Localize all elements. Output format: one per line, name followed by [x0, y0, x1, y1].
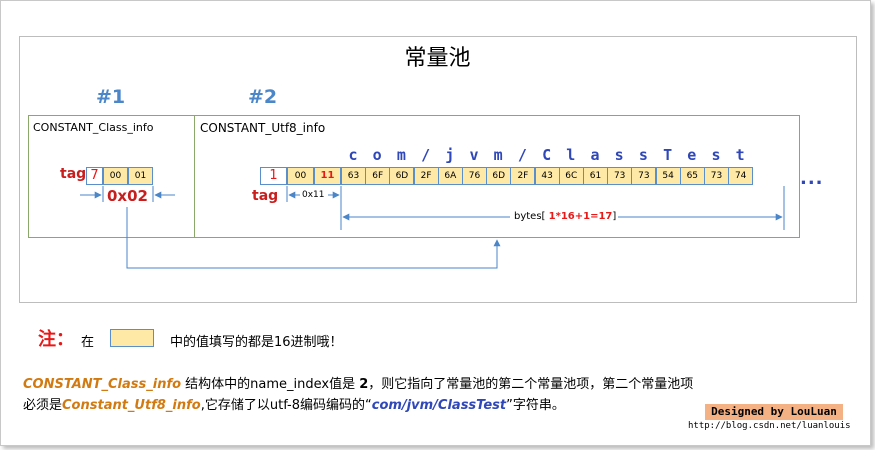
- description-line2: 必须是Constant_Utf8_info,它存储了以utf-8编码编码的“co…: [23, 394, 565, 413]
- utf8-byte-cell: 61: [583, 167, 608, 185]
- utf8-char-label: v: [469, 146, 479, 164]
- utf8-char-label: e: [687, 146, 697, 164]
- desc-path: com/jvm/ClassTest: [371, 398, 507, 413]
- entry2-tag-label: tag: [252, 188, 279, 204]
- desc-text: ,它存储了以utf-8编码编码的“: [200, 398, 372, 413]
- utf8-char-label: t: [735, 146, 745, 164]
- bytes-label-suffix: ]: [612, 211, 617, 222]
- desc-class-name: CONSTANT_Class_info: [23, 377, 182, 392]
- desc-text: 必须是: [23, 398, 63, 413]
- note-before-swatch: 在: [81, 335, 95, 350]
- entry2-length-cell: 11: [314, 167, 341, 185]
- utf8-char-label: c: [348, 146, 358, 164]
- note-prefix: 注：: [38, 329, 74, 350]
- utf8-char-label: o: [372, 146, 382, 164]
- index-pointer-arrow: [126, 207, 501, 269]
- entry1-index-label: #1: [96, 86, 126, 108]
- utf8-char-label: l: [566, 146, 576, 164]
- utf8-char-label: s: [638, 146, 648, 164]
- entry2-tag-cell: 1: [260, 167, 287, 185]
- bytes-label-formula: 1*16+1=17: [548, 211, 613, 222]
- entry1-index-value: 0x02: [107, 187, 148, 205]
- entry1-byte-cell: 00: [103, 167, 128, 185]
- desc-utf8-name: Constant_Utf8_info: [62, 398, 201, 413]
- bytes-length-label: bytes[ 1*16+1=17]: [513, 211, 618, 222]
- utf8-char-label: /: [517, 146, 527, 164]
- desc-text: ，则它指向了常量池的第二个常量池项，第二个常量池项: [368, 377, 694, 392]
- utf8-char-label: s: [614, 146, 624, 164]
- desc-text: ”字符串。: [506, 398, 565, 413]
- length-label: 0x11: [302, 190, 325, 200]
- utf8-char-label: /: [421, 146, 431, 164]
- utf8-char-label: m: [396, 146, 406, 164]
- utf8-byte-cell: 2F: [510, 167, 536, 185]
- swatch-sample: [110, 329, 154, 347]
- entry2-index-label: #2: [248, 86, 278, 108]
- utf8-char-label: a: [590, 146, 600, 164]
- utf8-char-label: s: [711, 146, 721, 164]
- desc-text: 结构体中的name_index值是: [181, 377, 360, 392]
- utf8-char-label: m: [493, 146, 503, 164]
- utf8-char-label: C: [542, 146, 552, 164]
- entry1-byte-cell: 01: [128, 167, 153, 185]
- utf8-char-label: T: [663, 146, 673, 164]
- credit-url: http://blog.csdn.net/luanlouis: [688, 421, 851, 431]
- entry1-tag-cell: 7: [86, 167, 103, 185]
- entry1-type-label: CONSTANT_Class_info: [33, 121, 154, 134]
- description-line1: CONSTANT_Class_info 结构体中的name_index值是 2，…: [23, 373, 693, 392]
- ellipsis: ...: [800, 168, 824, 189]
- utf8-byte-cell: 6A: [437, 167, 463, 185]
- desc-number: 2: [359, 377, 369, 392]
- utf8-char-label: j: [445, 146, 455, 164]
- entry1-tag-label: tag: [60, 166, 87, 182]
- bytes-label-prefix: bytes[: [514, 211, 546, 222]
- entry2-length-cell: 00: [287, 167, 314, 185]
- note-after-swatch: 中的值填写的都是16进制哦！: [170, 335, 343, 350]
- designed-by-badge: Designed by LouLuan: [705, 404, 843, 420]
- pool-title: 常量池: [404, 46, 471, 71]
- utf8-byte-cell: 74: [728, 167, 754, 185]
- entry2-type-label: CONSTANT_Utf8_info: [200, 121, 326, 135]
